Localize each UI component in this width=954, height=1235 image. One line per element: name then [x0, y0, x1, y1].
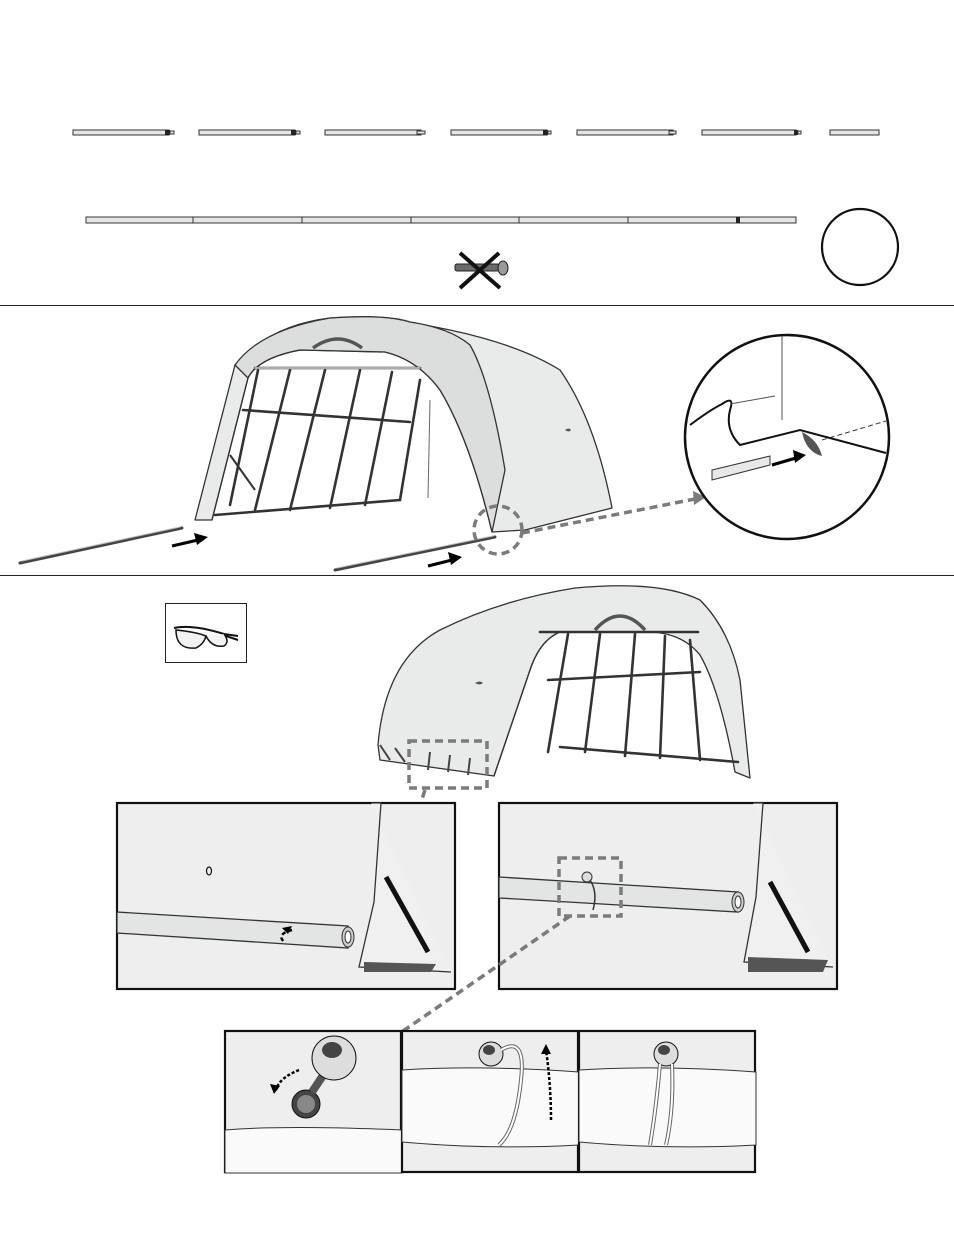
pole-end-detail [685, 335, 889, 539]
roll-cover-panel [116, 802, 456, 990]
short-pole [702, 130, 801, 135]
bungee-section [0, 576, 954, 1235]
long-pole [86, 217, 796, 223]
bolt-cross-icon [455, 253, 508, 288]
bungee-ball-panel [498, 802, 838, 990]
circle-callout [822, 209, 898, 285]
tent-front-view [0, 306, 954, 575]
ball-through-grommet [224, 1030, 402, 1173]
short-pole [199, 130, 300, 135]
loop-around-rod [401, 1030, 579, 1173]
parts-section [0, 0, 954, 305]
parts-illustration [0, 0, 954, 305]
ball-secured [578, 1030, 756, 1173]
short-pole [325, 130, 425, 135]
insert-arrow-icon [172, 533, 208, 546]
short-pole [451, 130, 551, 135]
insert-arrow-icon [428, 552, 462, 566]
short-pole [577, 130, 676, 135]
short-pole [830, 130, 879, 135]
ground-rods-section [0, 306, 954, 575]
short-pole [73, 130, 174, 135]
